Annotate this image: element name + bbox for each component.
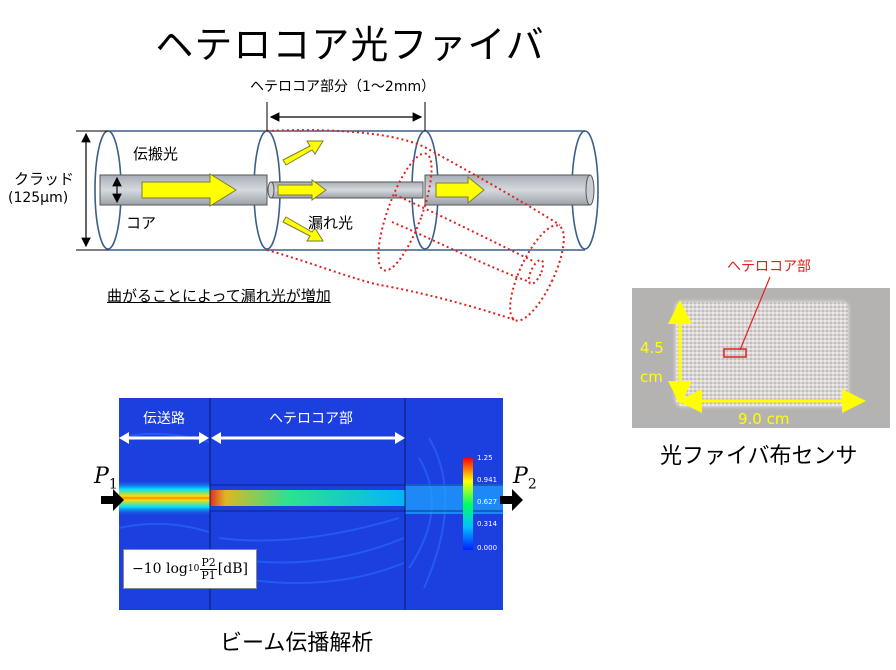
left-core bbox=[99, 174, 268, 206]
clad-label: クラッド bbox=[14, 170, 75, 188]
formula-unit: [dB] bbox=[217, 561, 248, 577]
core-light-arrow bbox=[277, 179, 327, 201]
core-label: コア bbox=[126, 214, 157, 232]
leak-light-label: 漏れ光 bbox=[308, 214, 354, 232]
p1-label: P1 bbox=[94, 464, 118, 493]
bpm-caption: ビーム伝播解析 bbox=[220, 631, 374, 656]
formula-fraction: P2 P1 bbox=[200, 555, 217, 582]
height-unit: cm bbox=[640, 368, 663, 386]
page-title: ヘテロコア光ファイバ bbox=[155, 23, 545, 67]
p2-label: P2 bbox=[513, 464, 537, 493]
sensor-caption: 光ファイバ布センサ bbox=[660, 444, 858, 469]
colorbar-tick-1: 1.25 bbox=[477, 454, 493, 462]
output-light-arrow bbox=[435, 175, 485, 205]
hetero-core-marker bbox=[723, 348, 747, 358]
propagating-light-arrow bbox=[141, 173, 237, 207]
formula-prefix: −10 log bbox=[132, 561, 188, 577]
transmission-path-label: 伝送路 bbox=[143, 411, 185, 427]
hetero-core-bpm-label: ヘテロコア部 bbox=[269, 411, 353, 427]
colorbar-tick-3: 0.627 bbox=[477, 498, 498, 506]
bend-note: 曲がることによって漏れ光が増加 bbox=[107, 287, 331, 305]
colorbar-tick-2: 0.941 bbox=[477, 476, 498, 484]
leak-light-arrow-up bbox=[282, 140, 324, 166]
hetero-core-section-label: ヘテロコア部分（1～2mm） bbox=[250, 79, 436, 95]
height-value: 4.5 bbox=[640, 339, 664, 357]
output-arrow bbox=[500, 489, 523, 511]
propagating-light-label: 伝搬光 bbox=[133, 145, 179, 163]
leak-light-arrow-down bbox=[282, 216, 324, 242]
width-label: 9.0 cm bbox=[738, 410, 790, 428]
formula-base: 10 bbox=[187, 564, 200, 574]
colorbar bbox=[463, 458, 473, 550]
colorbar-tick-5: 0.000 bbox=[477, 544, 498, 552]
input-arrow bbox=[101, 489, 124, 511]
formula-denominator: P1 bbox=[201, 568, 216, 582]
hetero-core-part-label: ヘテロコア部 bbox=[727, 259, 811, 275]
colorbar-tick-4: 0.314 bbox=[477, 520, 498, 528]
clad-size-label: (125μm) bbox=[8, 190, 69, 206]
bent-fiber-outline bbox=[266, 129, 565, 322]
formula-numerator: P2 bbox=[200, 555, 217, 570]
fabric-sensor bbox=[676, 302, 848, 406]
